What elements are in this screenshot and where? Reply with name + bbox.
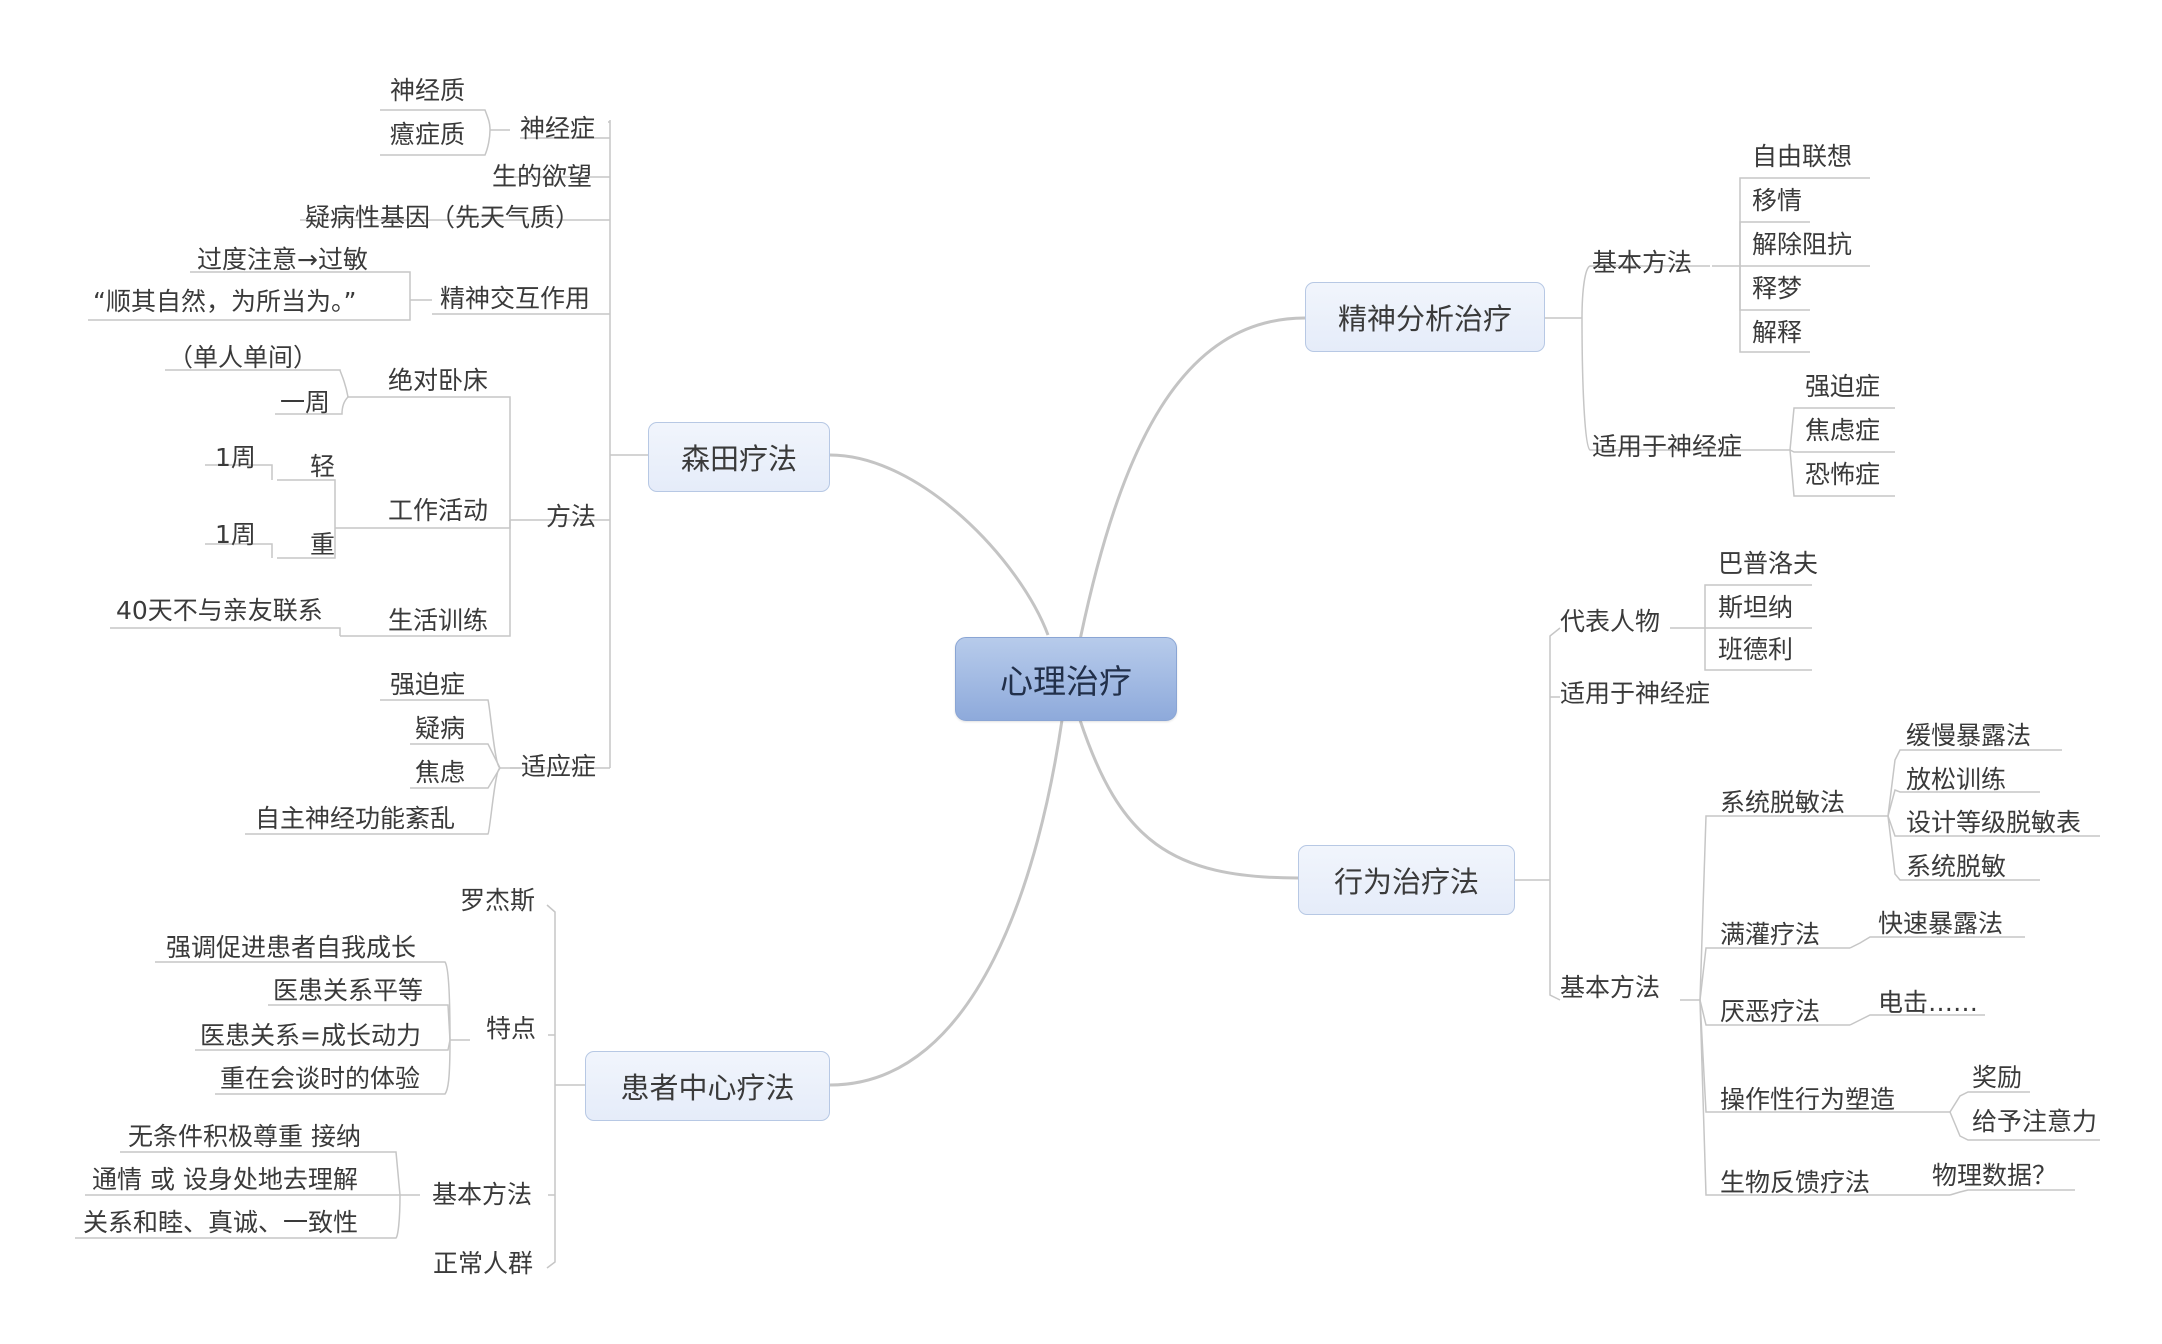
psychoanalysis-connectors: [1545, 177, 1895, 497]
node-pavlov[interactable]: 巴普洛夫: [1718, 549, 1819, 578]
node-autonomic-disorder[interactable]: 自主神经功能紊乱: [255, 804, 456, 833]
node-empathy[interactable]: 通情 或 设身处地去理解: [92, 1165, 358, 1194]
morita-connectors: [88, 109, 648, 835]
node-biofeedback[interactable]: 生物反馈疗法: [1720, 1168, 1871, 1197]
node-rogers[interactable]: 罗杰斯: [460, 886, 536, 915]
node-pa-phobia[interactable]: 恐怖症: [1805, 460, 1881, 489]
topic-morita-therapy[interactable]: 森田疗法: [648, 422, 830, 492]
node-dream-interpretation[interactable]: 释梦: [1752, 274, 1803, 303]
node-pa-anxiety[interactable]: 焦虑症: [1805, 416, 1881, 445]
node-give-attention[interactable]: 给予注意力: [1972, 1107, 2098, 1136]
node-representatives[interactable]: 代表人物: [1560, 607, 1661, 636]
node-applicable-bt[interactable]: 适用于神经症: [1560, 679, 1711, 708]
node-anxiety[interactable]: 焦虑: [415, 758, 466, 787]
node-session-experience[interactable]: 重在会谈时的体验: [220, 1064, 421, 1093]
node-absolute-bed-rest[interactable]: 绝对卧床: [388, 366, 489, 395]
node-slow-exposure[interactable]: 缓慢暴露法: [1906, 721, 2032, 750]
node-resolve-resistance[interactable]: 解除阻抗: [1752, 230, 1853, 259]
node-relationship-growth[interactable]: 医患关系=成长动力: [200, 1021, 421, 1050]
node-ocd[interactable]: 强迫症: [390, 670, 466, 699]
node-desire-to-live[interactable]: 生的欲望: [492, 162, 593, 191]
node-rapid-exposure[interactable]: 快速暴露法: [1878, 909, 2004, 938]
node-systematic-desensitization[interactable]: 系统脱敏法: [1720, 788, 1846, 817]
node-follow-nature[interactable]: “顺其自然，为所当为。”: [93, 287, 357, 316]
main-branches: [829, 316, 1306, 1087]
node-flooding[interactable]: 满灌疗法: [1720, 920, 1821, 949]
central-topic[interactable]: 心理治疗: [955, 637, 1177, 721]
node-skinner[interactable]: 斯坦纳: [1718, 593, 1794, 622]
node-basic-methods-pa[interactable]: 基本方法: [1592, 248, 1693, 277]
node-equal-relationship[interactable]: 医患关系平等: [273, 976, 424, 1005]
node-harmony-genuine[interactable]: 关系和睦、真诚、一致性: [83, 1208, 359, 1237]
node-normal-population[interactable]: 正常人群: [433, 1249, 534, 1278]
node-over-attention[interactable]: 过度注意→过敏: [197, 245, 368, 274]
node-hysteric-type[interactable]: 癔症质: [390, 120, 466, 149]
node-relaxation-training[interactable]: 放松训练: [1906, 765, 2007, 794]
node-single-room[interactable]: （单人单间）: [168, 343, 319, 372]
node-method[interactable]: 方法: [546, 502, 597, 531]
node-pa-ocd[interactable]: 强迫症: [1805, 372, 1881, 401]
node-one-week[interactable]: 一周: [280, 388, 331, 417]
node-promote-growth[interactable]: 强调促进患者自我成长: [166, 933, 417, 962]
topic-behavior-therapy[interactable]: 行为治疗法: [1298, 845, 1515, 915]
node-hierarchy-design[interactable]: 设计等级脱敏表: [1906, 808, 2082, 837]
topic-psychoanalysis[interactable]: 精神分析治疗: [1305, 282, 1545, 352]
node-light[interactable]: 轻: [310, 452, 336, 481]
node-nervous-type[interactable]: 神经质: [390, 76, 466, 105]
node-transference[interactable]: 移情: [1752, 186, 1803, 215]
node-interpretation[interactable]: 解释: [1752, 318, 1803, 347]
behavior-connectors: [1515, 584, 2100, 1196]
node-work-activity[interactable]: 工作活动: [388, 496, 489, 525]
node-free-association[interactable]: 自由联想: [1752, 142, 1853, 171]
node-operant-shaping[interactable]: 操作性行为塑造: [1720, 1085, 1896, 1114]
node-neurosis[interactable]: 神经症: [520, 114, 596, 143]
node-indications[interactable]: 适应症: [521, 752, 597, 781]
node-light-duration[interactable]: 1周: [215, 443, 256, 472]
node-mental-interaction[interactable]: 精神交互作用: [440, 284, 591, 313]
node-electric-shock[interactable]: 电击……: [1878, 988, 1979, 1017]
node-aversion[interactable]: 厌恶疗法: [1720, 997, 1821, 1026]
node-hypochondria-gene[interactable]: 疑病性基因（先天气质）: [305, 203, 581, 232]
node-physical-data[interactable]: 物理数据？: [1932, 1161, 2058, 1190]
node-heavy-duration[interactable]: 1周: [215, 520, 256, 549]
node-basic-methods-cc[interactable]: 基本方法: [432, 1180, 533, 1209]
node-life-training[interactable]: 生活训练: [388, 606, 489, 635]
node-hypochondria[interactable]: 疑病: [415, 714, 466, 743]
node-unconditional-regard[interactable]: 无条件积极尊重 接纳: [128, 1122, 361, 1151]
client-centered-connectors: [75, 904, 585, 1269]
node-heavy[interactable]: 重: [310, 530, 336, 559]
node-applicable-pa[interactable]: 适用于神经症: [1592, 432, 1743, 461]
topic-client-centered-therapy[interactable]: 患者中心疗法: [585, 1051, 830, 1121]
node-desensitization[interactable]: 系统脱敏: [1906, 852, 2007, 881]
node-bandura[interactable]: 班德利: [1718, 635, 1794, 664]
node-no-contact-40-days[interactable]: 40天不与亲友联系: [116, 596, 323, 625]
node-features[interactable]: 特点: [486, 1014, 537, 1043]
node-reward[interactable]: 奖励: [1972, 1063, 2023, 1092]
node-basic-methods-bt[interactable]: 基本方法: [1560, 973, 1661, 1002]
